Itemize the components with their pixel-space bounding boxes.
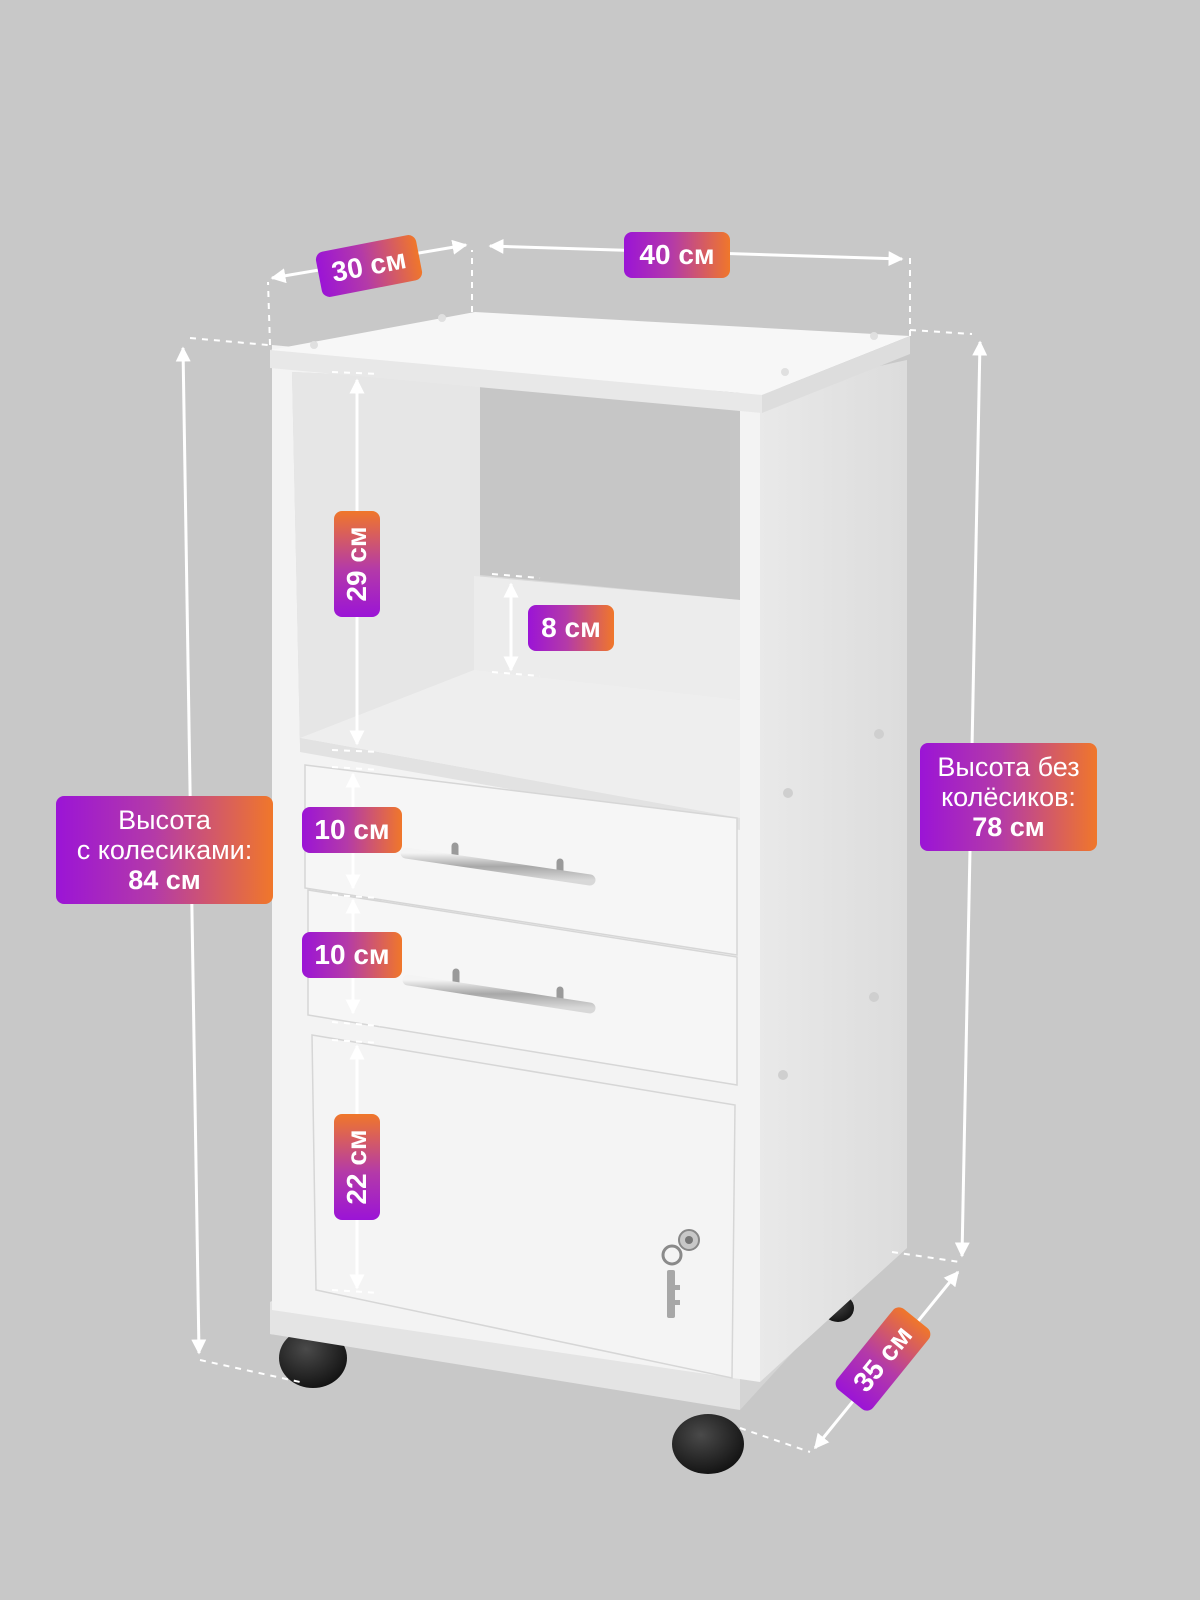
height-with-wheels-label: Высота с колесиками: 84 см	[56, 796, 273, 904]
cabinet-value: 22 см	[341, 1129, 372, 1205]
drawer-1-label: 10 см	[302, 807, 402, 853]
height-without-wheels-label: Высота без колёсиков: 78 см	[920, 743, 1097, 851]
back-rail-label: 8 см	[528, 605, 614, 651]
height-without-wheels-line2: колёсиков:	[941, 781, 1076, 812]
height-with-wheels-line2: с колесиками:	[76, 834, 253, 865]
drawer-2-handle	[402, 968, 596, 1014]
shelf-surface	[300, 670, 740, 818]
drawer-1-value: 10 см	[314, 814, 390, 845]
back-rail-value: 8 см	[541, 612, 601, 643]
height-with-wheels-value: 84 см	[128, 865, 201, 896]
extension-lines	[189, 250, 973, 1453]
height-with-wheels-line1: Высота	[118, 804, 211, 835]
door-lock	[661, 1229, 700, 1318]
wheel-front-right	[672, 1414, 744, 1474]
height-without-wheels-line1: Высота без	[937, 751, 1080, 782]
open-shelf-value: 29 см	[341, 526, 372, 602]
drawer-2-label: 10 см	[302, 932, 402, 978]
side-panel	[760, 360, 907, 1382]
width-top-value: 40 см	[639, 239, 715, 270]
top-plate	[270, 312, 910, 395]
base-plate-front	[270, 1302, 740, 1410]
depth-top-value: 30 см	[329, 243, 409, 288]
cabinet-door	[311, 1034, 736, 1379]
drawer-2-value: 10 см	[314, 939, 390, 970]
open-shelf-label: 29 см	[334, 511, 380, 617]
cabinet-label: 22 см	[334, 1114, 380, 1220]
drawer-1-handle	[400, 842, 596, 886]
height-without-wheels-value: 78 см	[972, 812, 1045, 843]
width-top-label: 40 см	[624, 232, 730, 278]
